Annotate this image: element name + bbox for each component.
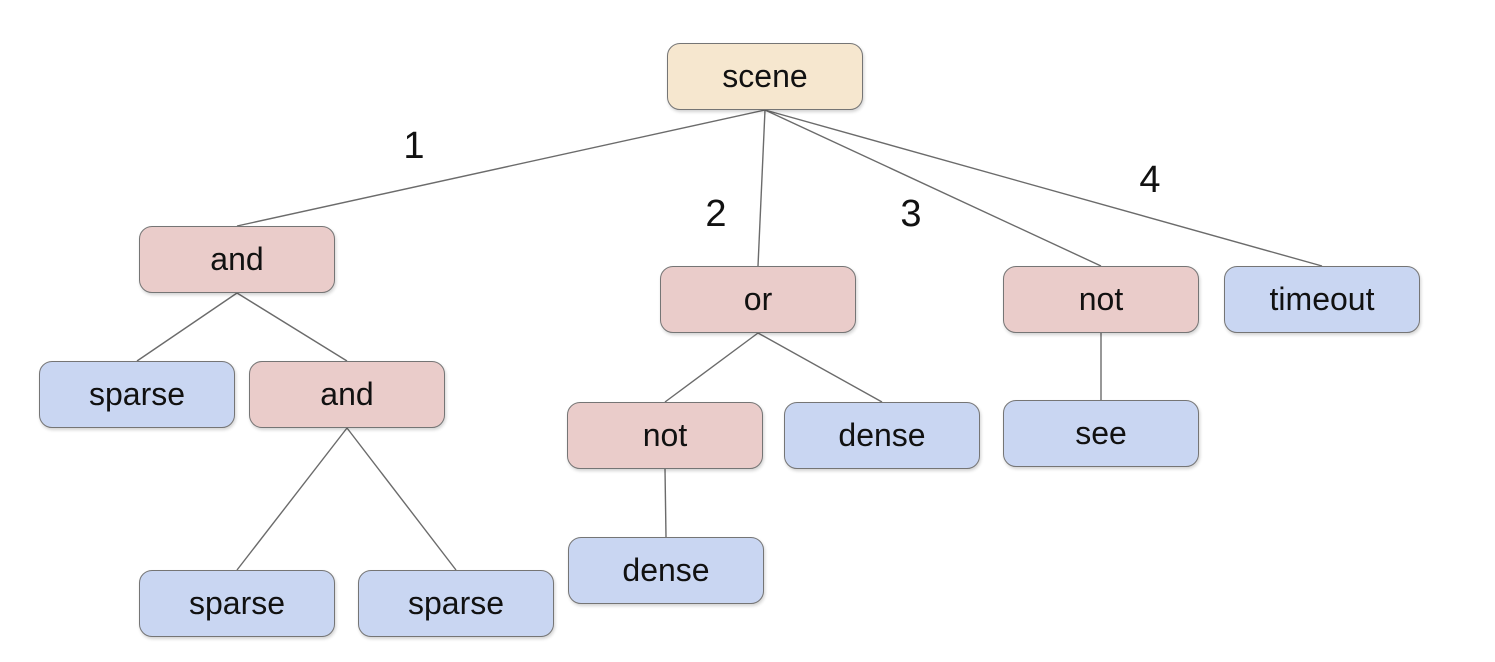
tree-node-label: sparse (188, 585, 286, 621)
tree-edge-scene-or-1 (757, 109, 766, 267)
tree-node-label: not (642, 417, 688, 453)
tree-edge-scene-not-1 (764, 109, 1102, 267)
tree-node-see-1: see (1003, 400, 1199, 467)
tree-node-scene: scene (667, 43, 863, 110)
tree-node-label: dense (622, 552, 710, 588)
tree-node-timeout-1: timeout (1224, 266, 1420, 333)
edge-label-2: 2 (705, 193, 727, 235)
tree-edge-or-1-not-2 (664, 332, 759, 403)
tree-edge-or-1-dense-1 (757, 332, 883, 403)
tree-edge-and-2-sparse-3 (346, 427, 457, 571)
tree-edge-not-2-dense-2 (664, 468, 667, 538)
tree-edge-scene-timeout-1 (764, 109, 1323, 267)
tree-node-dense-2: dense (568, 537, 764, 604)
tree-edge-and-1-and-2 (236, 292, 348, 362)
tree-node-dense-1: dense (784, 402, 980, 469)
tree-node-label: sparse (88, 376, 186, 412)
tree-node-label: see (1075, 415, 1127, 451)
tree-node-sparse-2: sparse (139, 570, 335, 637)
tree-node-sparse-3: sparse (358, 570, 554, 637)
tree-edge-and-1-sparse-1 (136, 292, 238, 362)
tree-node-not-2: not (567, 402, 763, 469)
tree-node-label: sparse (407, 585, 505, 621)
tree-node-label: and (210, 241, 264, 277)
tree-node-and-2: and (249, 361, 445, 428)
tree-node-sparse-1: sparse (39, 361, 235, 428)
tree-node-or-1: or (660, 266, 856, 333)
tree-node-label: or (743, 281, 773, 317)
tree-node-label: dense (838, 417, 926, 453)
tree-node-label: and (320, 376, 374, 412)
edge-label-1: 1 (403, 125, 425, 167)
tree-node-not-1: not (1003, 266, 1199, 333)
tree-node-label: timeout (1269, 281, 1375, 317)
edge-label-4: 4 (1139, 159, 1161, 201)
tree-node-and-1: and (139, 226, 335, 293)
tree-node-label: scene (722, 58, 808, 94)
tree-edge-and-2-sparse-2 (236, 427, 348, 571)
tree-node-label: not (1078, 281, 1124, 317)
edge-label-3: 3 (900, 193, 922, 235)
tree-edge-scene-and-1 (236, 109, 766, 227)
